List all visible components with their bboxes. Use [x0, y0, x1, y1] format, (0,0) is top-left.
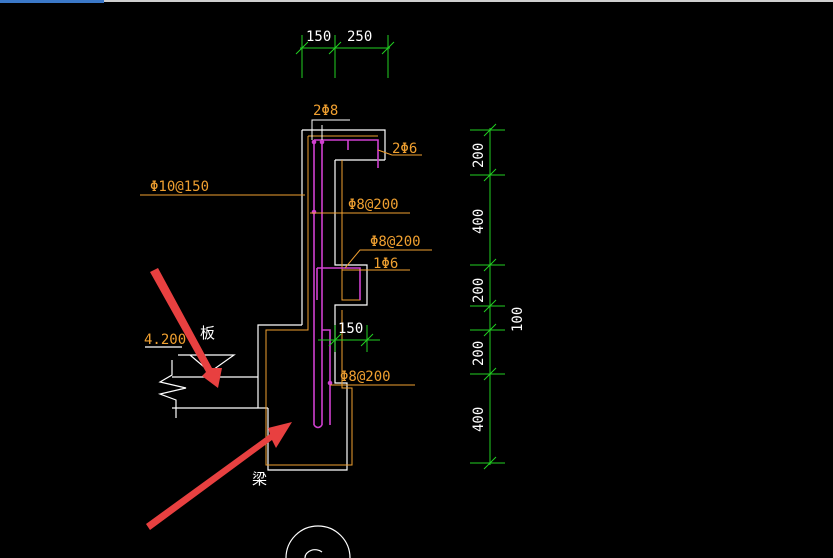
dim-right-200-a: 200	[471, 143, 487, 168]
dim-right-200-b: 200	[471, 278, 487, 303]
axis-bubble-number	[304, 549, 323, 558]
dimension-lines	[295, 35, 505, 470]
label-top-right-bars: 2Φ6	[392, 141, 417, 157]
window-top-edge	[0, 0, 833, 2]
elevation-label: 4.200	[144, 332, 186, 348]
arrow-to-beam-icon	[146, 422, 292, 530]
leader-lines	[140, 149, 432, 386]
concrete-outline	[145, 129, 386, 471]
dim-inner-150: 150	[338, 321, 363, 337]
label-stirrup-upper: Φ8@200	[348, 197, 399, 213]
top-bar-leader	[311, 119, 350, 140]
dim-top-250: 250	[347, 29, 372, 45]
active-tab-indicator	[0, 0, 104, 3]
dim-total: 100	[510, 307, 526, 332]
dim-right-400-b: 400	[471, 407, 487, 432]
dim-top-150: 150	[306, 29, 331, 45]
dim-right-200-c: 200	[471, 341, 487, 366]
label-top-bars: 2Φ8	[313, 103, 338, 119]
label-stirrup-lower: Φ8@200	[340, 369, 391, 385]
label-mid-bar: 1Φ6	[373, 256, 398, 272]
slab-label: 板	[200, 324, 215, 342]
label-stirrup-mid: Φ8@200	[370, 234, 421, 250]
arrow-to-slab-icon	[150, 268, 222, 388]
axis-bubble	[285, 525, 351, 558]
beam-label: 梁	[252, 470, 267, 488]
dim-right-400-a: 400	[471, 209, 487, 234]
rebar-lines	[311, 139, 379, 429]
red-arrows	[146, 268, 292, 530]
label-slab-bar: Φ10@150	[150, 179, 209, 195]
